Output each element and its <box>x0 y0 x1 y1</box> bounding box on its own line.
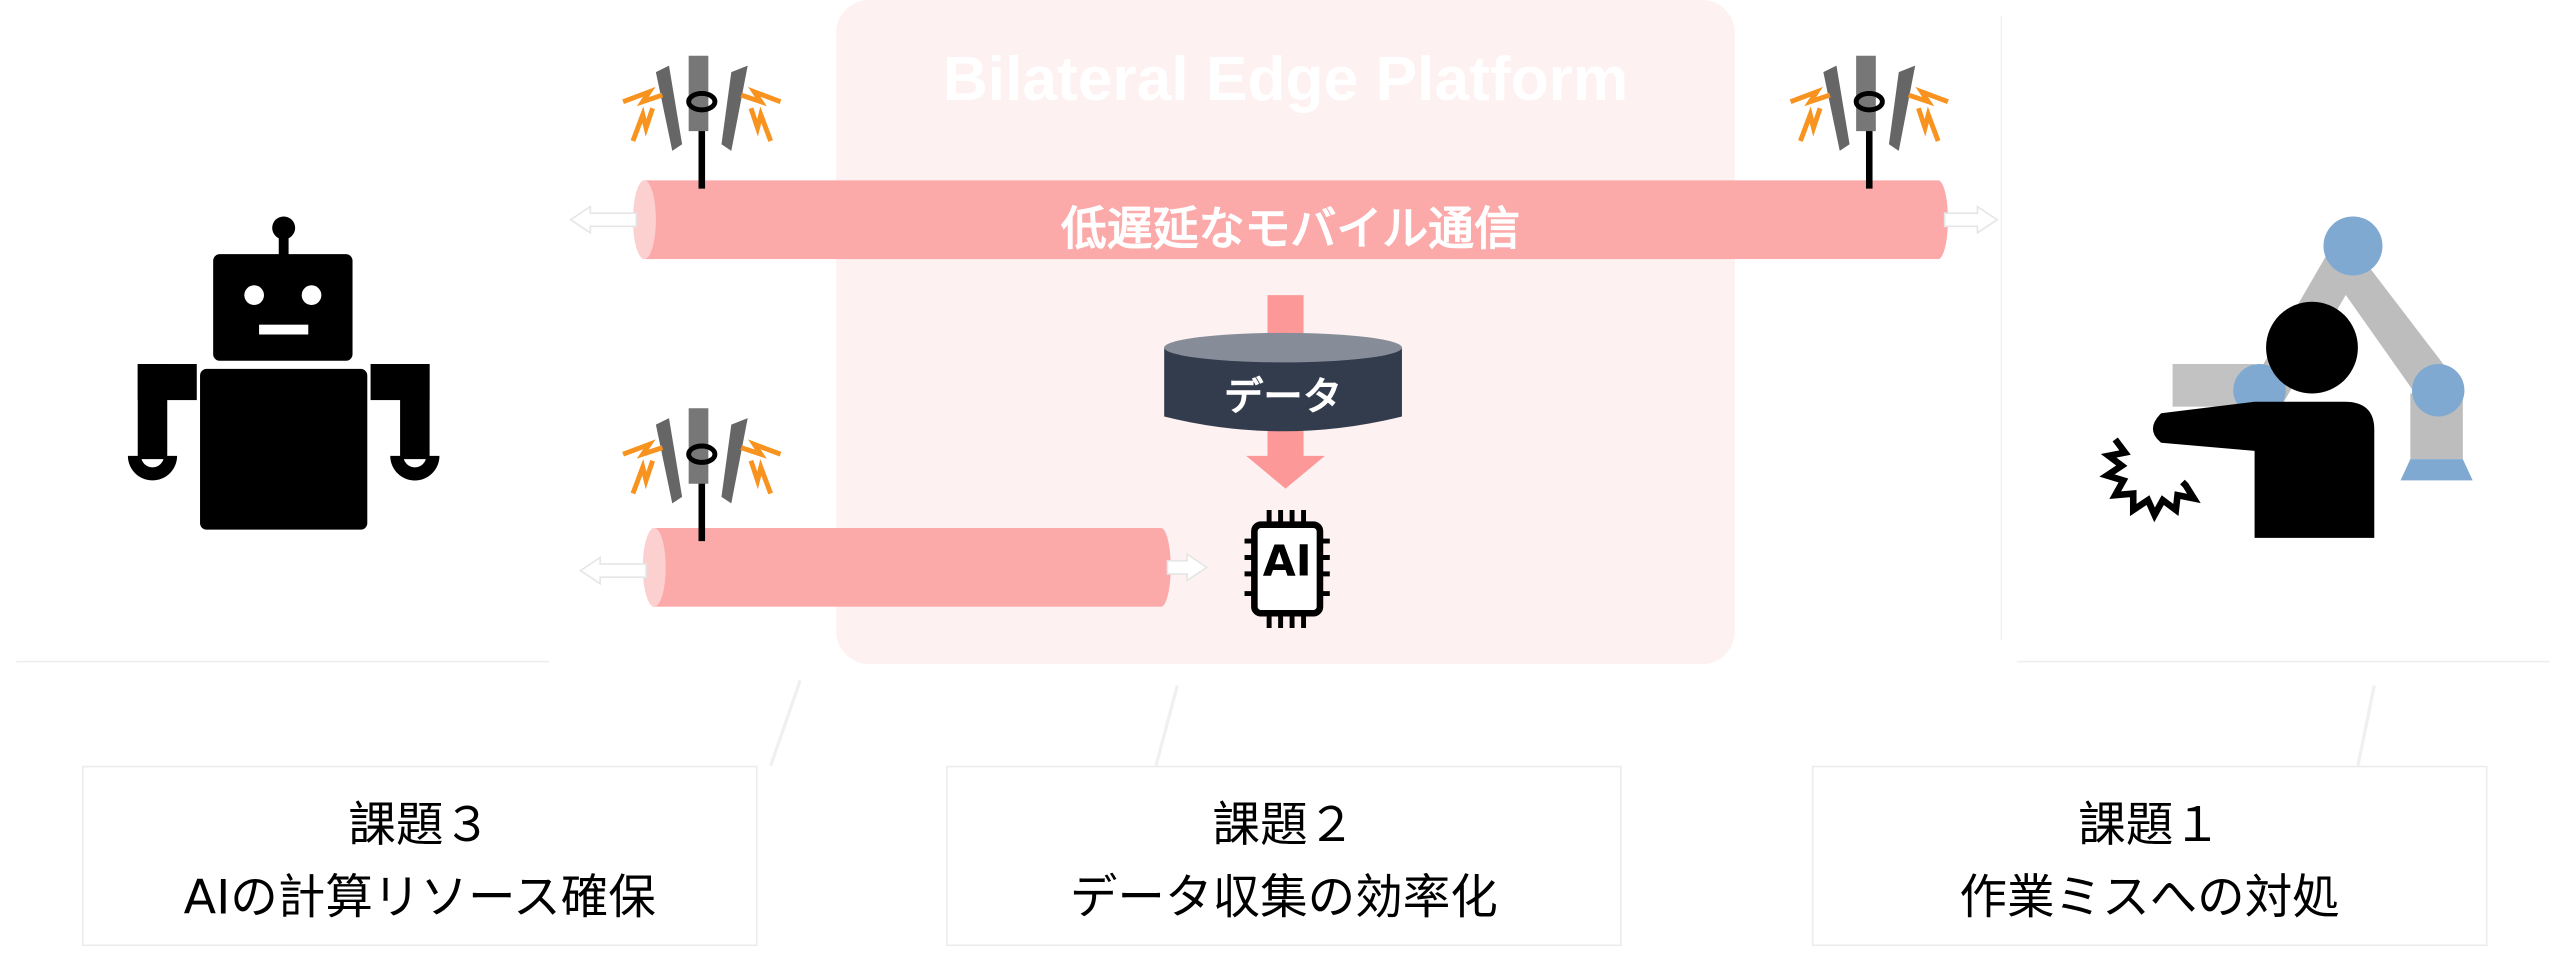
mobile-network-pipe <box>642 180 1939 260</box>
pipe-end <box>1928 180 1948 260</box>
worker-icon <box>2099 301 2375 538</box>
network-label: 低遅延なモバイル通信 <box>1060 201 1521 256</box>
challenge-title: 課題１ <box>2078 796 2221 853</box>
challenge-card-2: 課題２ データ収集の効率化 <box>946 765 1622 947</box>
platform-title: Bilateral Edge Platform <box>942 45 1629 115</box>
challenge-card-3: 課題３ AIの計算リソース確保 <box>81 765 758 947</box>
challenge-description: AIの計算リソース確保 <box>183 869 656 925</box>
cell-tower-icon <box>622 55 782 189</box>
challenge-card-1: 課題１ 作業ミスへの対処 <box>1811 765 2488 947</box>
pipe-end <box>642 527 666 607</box>
database-label: データ <box>1224 373 1343 420</box>
challenge-description: 作業ミスへの対処 <box>1959 869 2340 925</box>
left-divider <box>16 660 550 663</box>
connector-lines <box>769 679 2376 767</box>
robot-icon <box>127 216 440 530</box>
ai-chip-label: AI <box>1262 537 1312 588</box>
challenge-title: 課題３ <box>348 796 492 853</box>
arrow-icons <box>569 205 1999 586</box>
challenge-title: 課題２ <box>1212 796 1356 853</box>
ai-chip-icon <box>1244 509 1330 629</box>
pipe-end <box>632 180 656 260</box>
right-divider <box>2016 660 2550 663</box>
database-icon <box>1164 332 1402 432</box>
arrow-down-icon <box>1246 429 1325 489</box>
pipe-end <box>1151 527 1171 607</box>
uplink-pipe <box>652 527 1161 607</box>
right-vertical-divider <box>2000 16 2003 640</box>
challenge-description: データ収集の効率化 <box>1069 869 1498 925</box>
